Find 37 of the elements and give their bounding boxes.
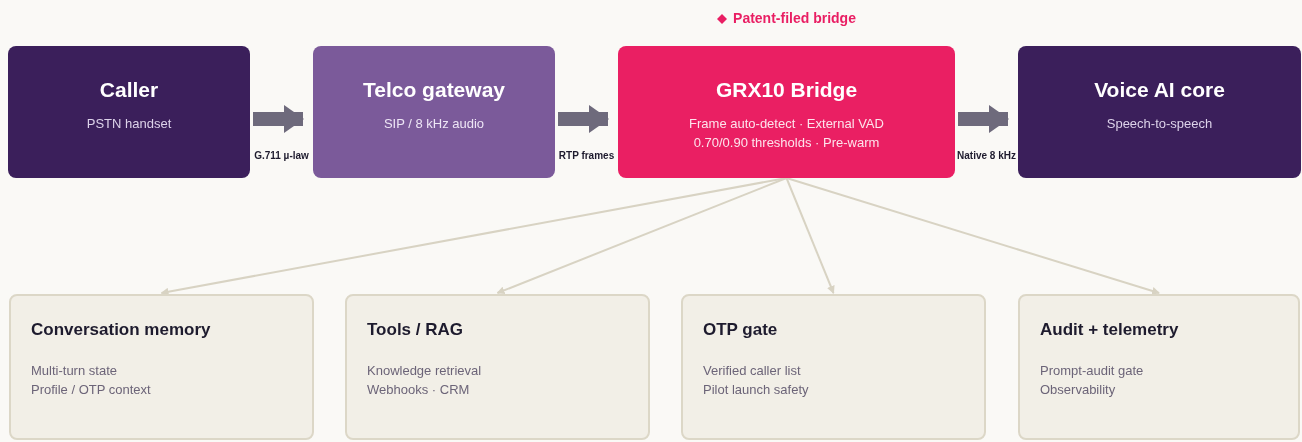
- box-subtitle: Observability: [1040, 380, 1116, 399]
- box-subtitle: SIP / 8 kHz audio: [383, 114, 485, 133]
- arrow: [496, 177, 788, 295]
- box-subtitle: Speech-to-speech: [1106, 114, 1213, 133]
- arrow: [785, 177, 1160, 295]
- component-card: [681, 294, 986, 440]
- process-box: [618, 46, 955, 178]
- thick-arrow: [958, 105, 1009, 133]
- box-subtitle: Prompt-audit gate: [1040, 361, 1144, 380]
- box-subtitle: Knowledge retrieval: [367, 361, 482, 380]
- box-subtitle: Multi-turn state: [31, 361, 117, 380]
- component-card: [1018, 294, 1300, 440]
- box-title: Tools / RAG: [367, 319, 463, 341]
- box-subtitle: Webhooks · CRM: [367, 380, 470, 399]
- arrow: [785, 177, 835, 294]
- edge-label: G.711 µ-law: [253, 148, 310, 163]
- process-box: [313, 46, 555, 178]
- box-title: OTP gate: [703, 319, 778, 341]
- box-subtitle: Frame auto-detect · External VAD: [689, 114, 884, 133]
- box-title: Telco gateway: [363, 77, 505, 103]
- component-card: [345, 294, 650, 440]
- box-title: Conversation memory: [31, 319, 211, 341]
- box-subtitle: Pilot launch safety: [703, 380, 809, 399]
- process-box: [8, 46, 250, 178]
- box-title: Voice AI core: [1094, 77, 1225, 103]
- box-title: GRX10 Bridge: [715, 77, 858, 103]
- component-card: [9, 294, 314, 440]
- box-title: Audit + telemetry: [1040, 319, 1179, 341]
- box-title: Caller: [99, 77, 159, 103]
- box-subtitle: Verified caller list: [703, 361, 801, 380]
- process-box: [1018, 46, 1301, 178]
- thick-arrow: [253, 105, 304, 133]
- box-subtitle: PSTN handset: [86, 114, 172, 133]
- thick-arrow: [558, 105, 609, 133]
- box-subtitle: 0.70/0.90 thresholds · Pre-warm: [693, 133, 880, 152]
- note-text: Patent-filed bridge: [733, 9, 856, 28]
- box-subtitle: Profile / OTP context: [31, 380, 151, 399]
